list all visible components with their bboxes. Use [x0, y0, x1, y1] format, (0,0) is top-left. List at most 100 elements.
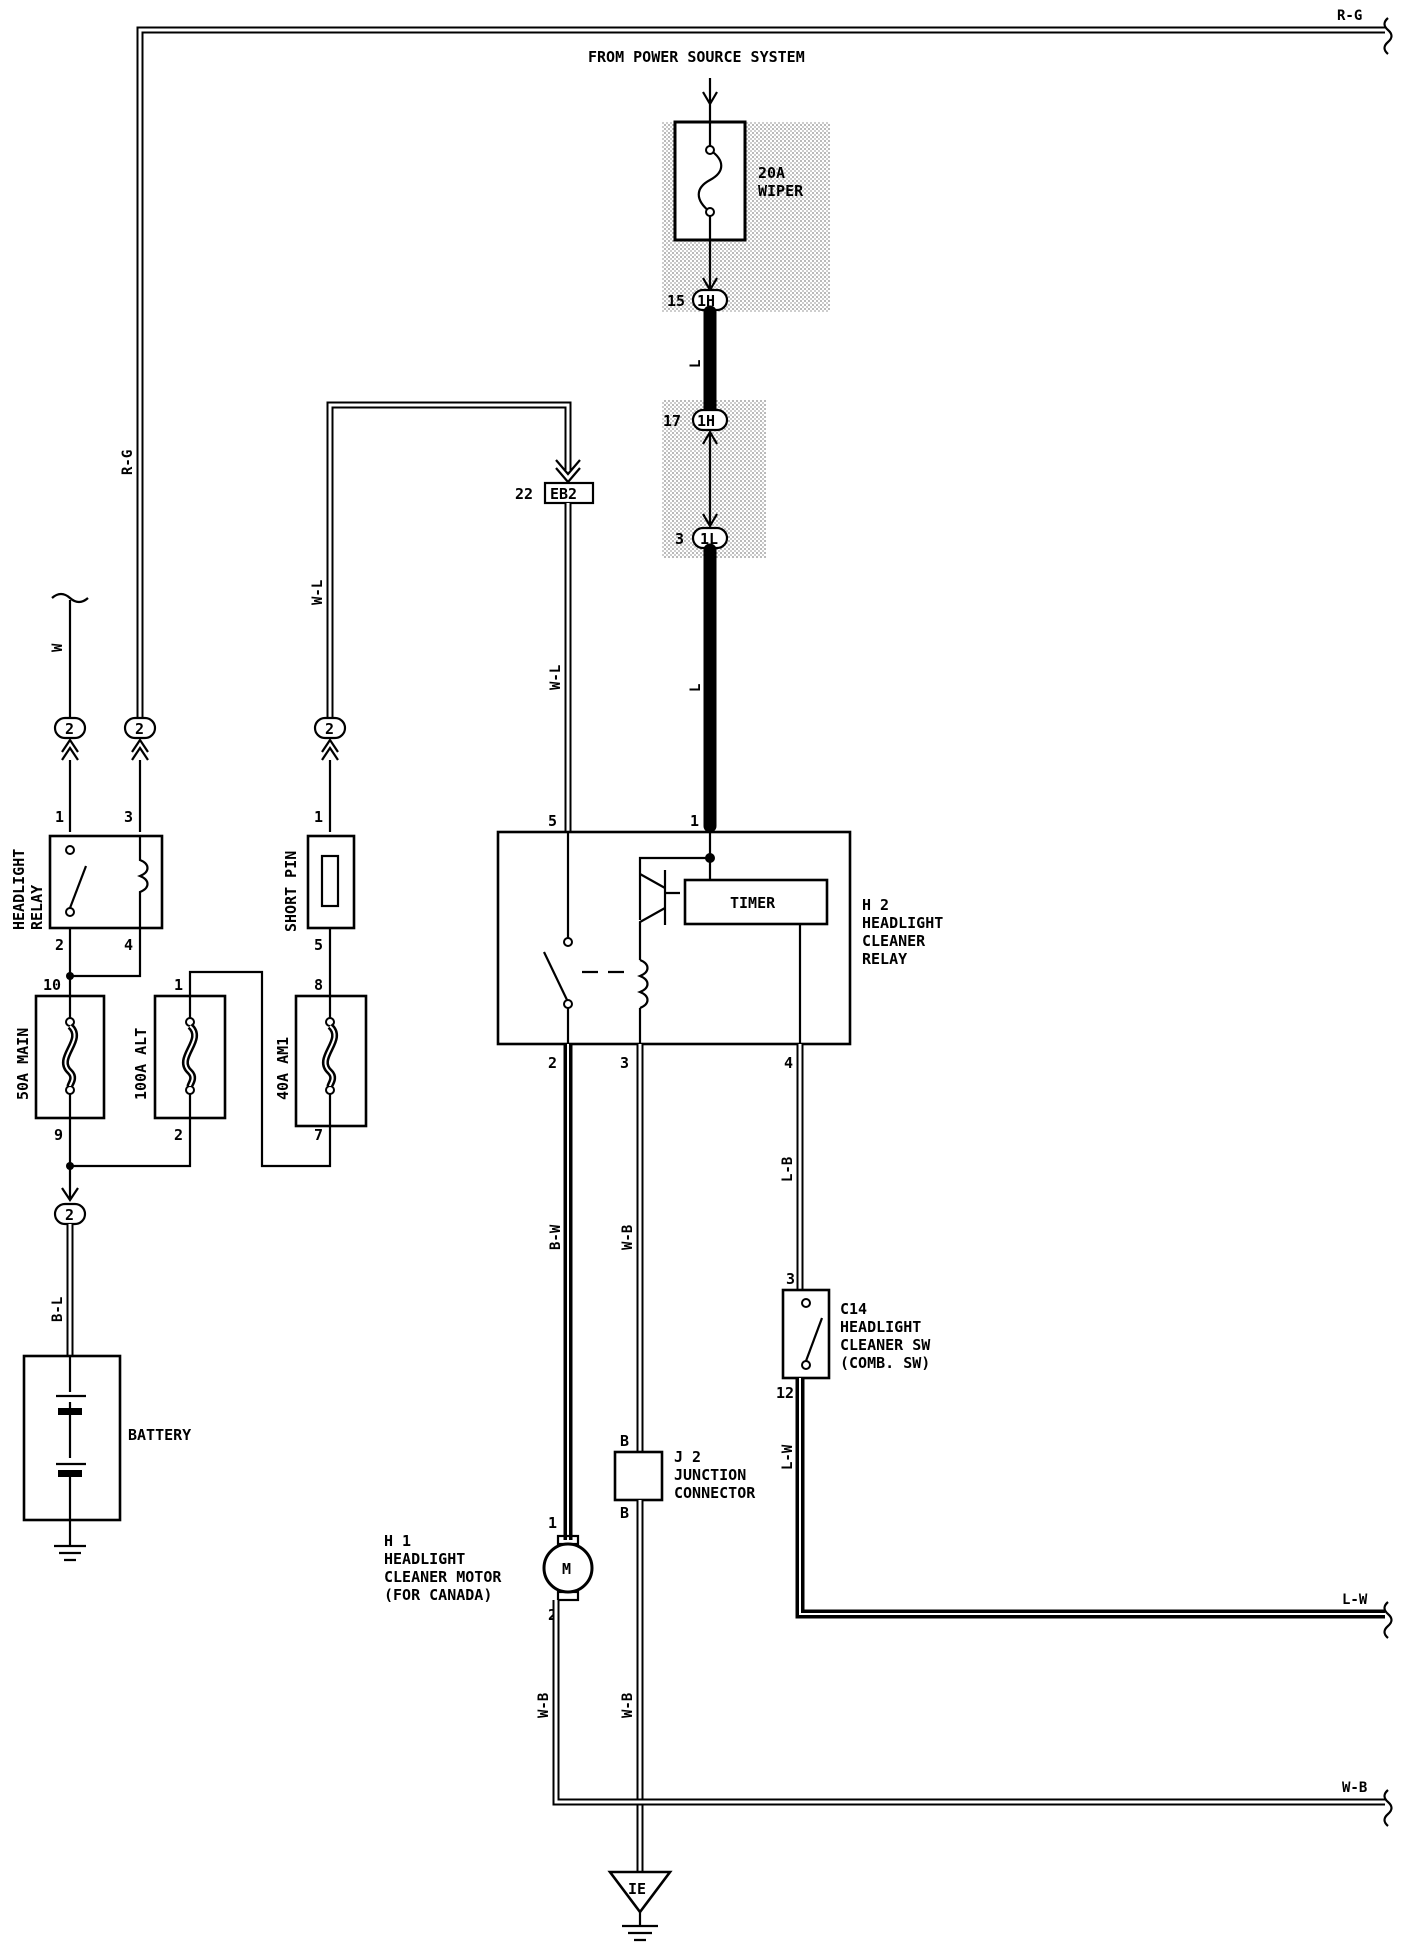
fusible-link-100a-alt — [153, 994, 227, 1120]
battery-ground-symbol — [54, 1520, 86, 1562]
wire-label-l-lower: L — [688, 684, 704, 692]
fusible-link-40a-am1 — [294, 994, 368, 1128]
h2-switch-contact — [543, 951, 569, 1003]
break-mark-l-w — [1383, 1601, 1393, 1639]
h2-code: H 2 — [862, 896, 889, 914]
svg-text:2: 2 — [65, 1206, 74, 1224]
fusible-main-pin-top: 10 — [43, 976, 61, 994]
c14-switch — [781, 1288, 831, 1380]
h1-pin-1: 1 — [548, 1514, 557, 1532]
fusible-link-50a-main — [34, 994, 106, 1120]
connector-eb2-pin: 22 — [515, 485, 533, 503]
wire-internal-double-arrow — [702, 429, 718, 529]
headlight-relay-contact — [68, 865, 88, 909]
h1-name-line1: HEADLIGHT — [384, 1550, 465, 1568]
j2-code: J 2 — [674, 1448, 701, 1466]
connector-2-w-l: 2 — [313, 716, 347, 740]
ground-ie-label: IE — [628, 1880, 646, 1898]
connector-1h-17-label: 1H — [697, 412, 715, 430]
ground-ie-triangle — [607, 1870, 673, 1915]
wire-label-l-w-vertical: L-W — [780, 1444, 796, 1470]
headlight-relay-label-2: RELAY — [28, 885, 46, 930]
break-mark-r-g — [1383, 17, 1393, 55]
connector-eb2-label: EB2 — [550, 485, 577, 503]
h2-name-line3: RELAY — [862, 950, 907, 968]
connector-1l-label: 1L — [700, 530, 718, 548]
fusible-main-pin-bottom: 9 — [54, 1126, 63, 1144]
fusible-am1-label: 40A AM1 — [274, 1037, 292, 1100]
fusible-alt-pin-bottom: 2 — [174, 1126, 183, 1144]
wire-label-w: W — [50, 643, 66, 652]
fuse-wiper-name: WIPER — [758, 182, 804, 200]
battery-label: BATTERY — [128, 1426, 191, 1444]
short-pin-label: SHORT PIN — [282, 851, 300, 932]
h2-transistor-icon — [638, 870, 680, 960]
short-pin-pin-1: 1 — [314, 808, 323, 826]
c14-name-line1: HEADLIGHT — [840, 1318, 921, 1336]
h2-timer-box — [683, 878, 829, 926]
fusible-alt-pin-top: 1 — [174, 976, 183, 994]
wire-label-b-w: B-W — [548, 1224, 564, 1250]
connector-2-r-g: 2 — [123, 716, 157, 740]
wire-label-r-g-vertical: R-G — [120, 450, 136, 475]
c14-switch-contact — [804, 1317, 824, 1362]
wire-label-l-upper: L — [688, 360, 704, 368]
h2-timer-label: TIMER — [730, 894, 776, 912]
j2-junction-connector — [613, 1450, 664, 1502]
battery-cells-icon — [56, 1356, 86, 1520]
headlight-relay-pin-4: 4 — [124, 936, 133, 954]
c14-code: C14 — [840, 1300, 867, 1318]
wire-label-w-b-upper: W-B — [620, 1225, 636, 1250]
ground-ie-symbol — [622, 1912, 658, 1942]
h2-coil-icon — [637, 958, 649, 1010]
headlight-relay-pin-3: 3 — [124, 808, 133, 826]
wire-label-b-l: B-L — [50, 1297, 66, 1322]
short-pin-element — [320, 854, 340, 908]
h2-pin-4: 4 — [784, 1054, 793, 1072]
fusible-am1-pin-bottom: 7 — [314, 1126, 323, 1144]
wire-label-w-b-lower-right: W-B — [620, 1693, 636, 1718]
svg-text:2: 2 — [65, 720, 74, 738]
break-mark-w-b — [1383, 1789, 1393, 1827]
battery — [22, 1354, 122, 1522]
headlight-relay — [48, 834, 164, 930]
h2-pin-5: 5 — [548, 812, 557, 830]
h2-pin-2: 2 — [548, 1054, 557, 1072]
wire-label-w-l-right: W-L — [548, 665, 564, 690]
connector-1h-17-pin: 17 — [663, 412, 681, 430]
wire-label-w-b-right: W-B — [1342, 1780, 1367, 1796]
connector-2-w: 2 — [53, 716, 87, 740]
wire-l-w — [795, 1378, 1385, 1619]
h2-relay-box — [496, 830, 852, 1046]
connector-1l-pin: 3 — [675, 530, 684, 548]
fusible-am1-pin-top: 8 — [314, 976, 323, 994]
h1-code: H 1 — [384, 1532, 411, 1550]
connector-1h-15-pin: 15 — [667, 292, 685, 310]
fusible-main-label: 50A MAIN — [14, 1028, 32, 1100]
connector-2-battery: 2 — [53, 1202, 87, 1226]
h1-motor-letter: M — [562, 1560, 571, 1578]
h1-motor-icon — [542, 1542, 594, 1594]
h2-name-line2: CLEANER — [862, 932, 926, 950]
c14-pin-12: 12 — [776, 1384, 794, 1402]
fuse-wiper-rating: 20A — [758, 164, 785, 182]
j2-name-line2: CONNECTOR — [674, 1484, 756, 1502]
j2-pin-b-top: B — [620, 1432, 629, 1450]
headlight-relay-coil-icon — [137, 836, 149, 928]
headlight-relay-pin-2: 2 — [55, 936, 64, 954]
headlight-relay-pin-1: 1 — [55, 808, 64, 826]
wire-label-r-g-top: R-G — [1337, 8, 1362, 24]
short-pin-pin-5: 5 — [314, 936, 323, 954]
j2-name-line1: JUNCTION — [674, 1466, 746, 1484]
c14-name-line3: (COMB. SW) — [840, 1354, 930, 1372]
wire-label-l-b: L-B — [780, 1157, 796, 1182]
wire-w-l — [326, 401, 572, 728]
h2-pin-1: 1 — [690, 812, 699, 830]
connector-1h-15-label: 1H — [697, 292, 715, 310]
headlight-relay-label-1: HEADLIGHT — [10, 849, 28, 930]
fusible-alt-label: 100A ALT — [132, 1028, 150, 1100]
power-arrow — [702, 78, 718, 122]
wire-r-g — [136, 26, 1385, 728]
wire-label-w-b-lower-left: W-B — [536, 1693, 552, 1718]
